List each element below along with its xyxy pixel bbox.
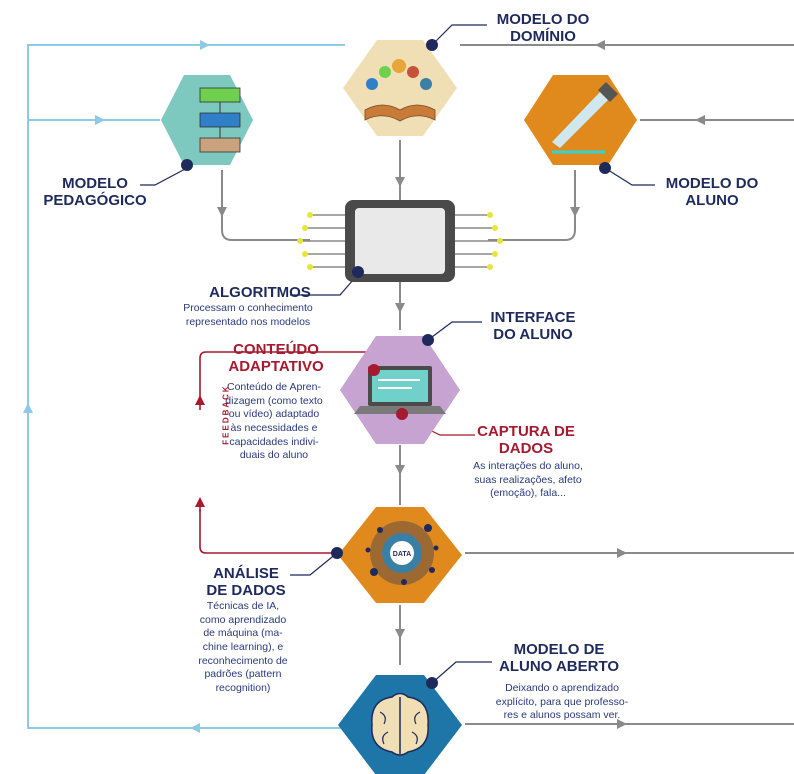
data-analysis-icon [365, 521, 439, 585]
label-interface-aluno: INTERFACE DO ALUNO [490, 309, 576, 343]
data-badge: DATA [393, 551, 411, 558]
label-modelo-aluno-aberto: MODELO DE ALUNO ABERTO [499, 641, 619, 675]
feedback-loop [195, 351, 372, 554]
desc-modelo-aluno-aberto: Deixando o aprendizado explícito, para q… [495, 682, 629, 722]
desc-conteudo-adaptativo: Conteúdo de Apren- dizagem (como texto o… [225, 381, 323, 462]
pen-icon [552, 82, 618, 154]
gray-connectors [217, 40, 794, 729]
label-modelo-dominio: MODELO DO DOMÍNIO [496, 11, 590, 45]
label-captura-dados: CAPTURA DE DADOS [477, 423, 575, 457]
flowchart-icon [199, 87, 241, 153]
modelo-pedagogico-node [161, 75, 253, 171]
feedback-label: FEEDBACK [221, 384, 231, 445]
desc-analise-dados: Técnicas de IA, como aprendizado de máqu… [198, 600, 288, 694]
outer-feedback-loop [23, 40, 345, 733]
label-modelo-aluno: MODELO DO ALUNO [665, 175, 759, 209]
label-analise-dados: ANÁLISE DE DADOS [206, 565, 286, 599]
analise-dados-node [331, 507, 462, 603]
open-book-icon [364, 59, 436, 122]
brain-icon [371, 692, 429, 756]
modelo-aluno-node [524, 75, 637, 174]
interface-aluno-node [340, 334, 460, 444]
label-algoritmos: ALGORITMOS [209, 284, 311, 301]
desc-captura-dados: As interações do aluno, suas realizações… [473, 460, 583, 500]
processor-chip-icon [297, 200, 503, 282]
label-conteudo-adaptativo: CONTEÚDO ADAPTATIVO [228, 341, 324, 375]
modelo-dominio-node [343, 39, 457, 136]
algoritmos-node [297, 200, 503, 282]
modelo-aluno-aberto-node [338, 675, 462, 774]
label-modelo-pedagogico: MODELO PEDAGÓGICO [43, 175, 147, 209]
desc-algoritmos: Processam o conhecimento representado no… [183, 302, 313, 328]
